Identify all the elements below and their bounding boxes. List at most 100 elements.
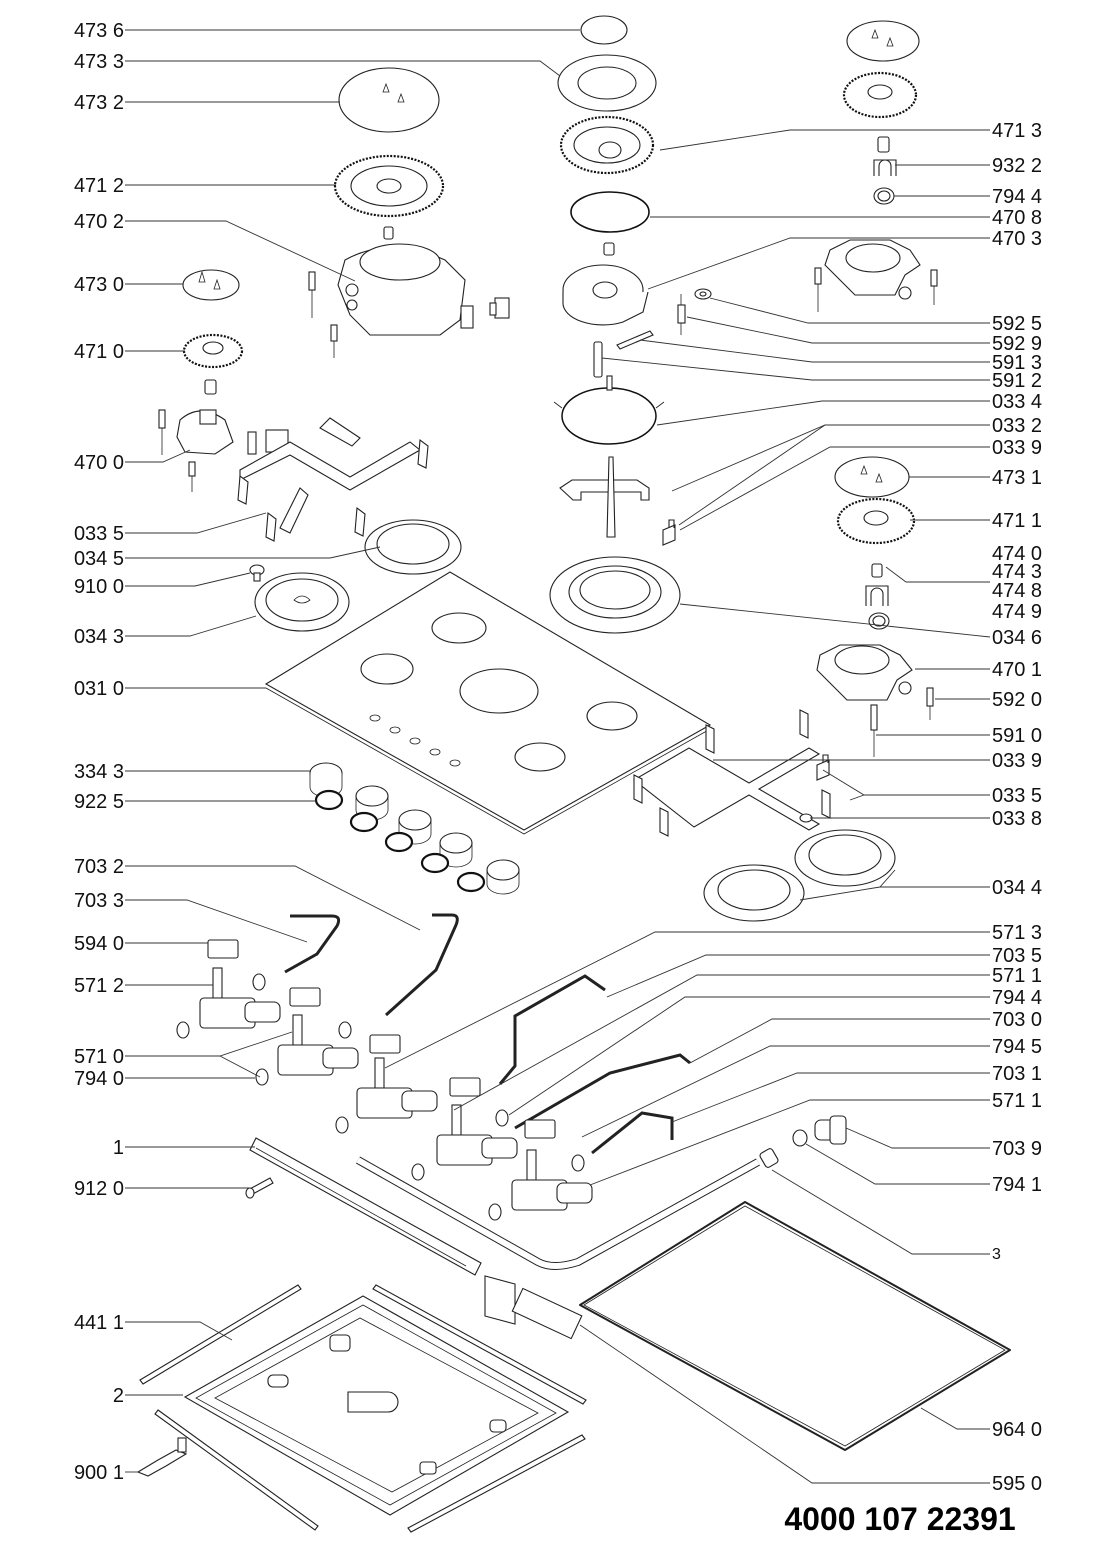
part-label: 571 0 [74,1046,124,1068]
part-label: 571 1 [992,965,1042,987]
part-label: 703 9 [992,1138,1042,1160]
part-label: 910 0 [74,576,124,598]
part-pan-support-center [559,456,650,538]
part-label: 571 1 [992,1090,1042,1112]
part-label: 703 1 [992,1063,1042,1085]
part-thermocouple-clips [207,939,556,1139]
part-label: 473 1 [992,467,1042,489]
part-label: 474 9 [992,601,1042,623]
part-label: 471 2 [74,175,124,197]
leader-lines [125,29,991,1484]
part-cap-large [338,67,440,133]
part-thermocouple [677,294,686,335]
part-label: 900 1 [74,1462,124,1484]
part-label: 922 5 [74,791,124,813]
part-gas-pipes [284,913,691,1155]
part-label: 571 3 [992,922,1042,944]
part-burner-crown-semi-rapid [842,71,918,119]
part-label: 471 0 [74,341,124,363]
part-label: 592 5 [992,313,1042,335]
part-label: 703 2 [74,856,124,878]
part-rubber-foot [662,519,676,546]
part-pan-support-right [633,709,831,837]
part-label: 034 3 [74,626,124,648]
part-label: 033 5 [74,523,124,545]
part-label: 594 0 [74,933,124,955]
labels-right-column: 471 3 932 2 794 4 470 8 470 3 592 5 592 … [992,120,1042,1495]
part-label: 703 0 [992,1009,1042,1031]
part-label: 474 8 [992,580,1042,602]
part-label: 571 2 [74,975,124,997]
part-ring-crown [557,54,657,112]
part-burner-crown-wok [559,115,655,175]
part-burner-body-wok [562,264,649,326]
part-cap-semi-rapid [846,20,920,62]
part-label: 033 2 [992,415,1042,437]
part-retaining-clip [865,585,889,606]
part-knob-bezels [314,789,486,893]
part-washer [792,1129,808,1147]
part-burner-body-semi-rapid [814,239,938,312]
part-injector [603,242,615,256]
part-burner-crown-rapid [836,497,916,545]
part-label: 794 4 [992,186,1042,208]
parts-drawing [136,15,1011,1533]
part-glass-cooktop [264,571,713,835]
part-label: 964 0 [992,1419,1042,1441]
part-washer [873,187,895,205]
part-label: 473 0 [74,274,124,296]
part-label: 441 1 [74,1312,124,1334]
part-label: 470 0 [74,452,124,474]
part-label: 474 0 [992,543,1042,565]
part-screw [249,564,265,582]
part-cap-aux [182,269,240,301]
part-label: 033 8 [992,808,1042,830]
part-burner-cover-wok [549,556,681,634]
part-label: 033 5 [992,785,1042,807]
part-control-knobs [309,762,520,895]
part-label: 592 0 [992,689,1042,711]
part-label: 912 0 [74,1178,124,1200]
part-label: 473 3 [74,51,124,73]
part-label: 592 9 [992,333,1042,355]
part-label: 031 0 [74,678,124,700]
part-base-tray [183,1295,570,1516]
part-burner-cover-disc [254,572,350,632]
part-label: 932 2 [992,155,1042,177]
part-label: 033 9 [992,750,1042,772]
part-injector [204,379,217,395]
part-label: 033 9 [992,437,1042,459]
part-rubber-foot [816,754,830,781]
part-label: 595 0 [992,1473,1042,1495]
part-burner-body-large [337,243,474,336]
part-elbow-connector [814,1115,847,1145]
part-label: 703 5 [992,945,1042,967]
part-burner-crown-aux [182,333,244,369]
part-bracket-plate [616,330,654,350]
part-label: 334 3 [74,761,124,783]
part-label: 470 3 [992,228,1042,250]
part-label: 591 2 [992,370,1042,392]
part-burner-cover-disc [794,829,896,887]
part-label: 033 4 [992,391,1042,413]
part-clip-bracket [489,297,510,319]
part-valve-washers [176,973,585,1221]
part-ignition-electrode [593,341,603,378]
part-o-ring [570,191,650,233]
part-label: 794 1 [992,1174,1042,1196]
part-wok-ring [553,375,665,445]
part-label: 473 2 [74,92,124,114]
part-burner-cover-disc [364,519,462,575]
part-label: 2 [113,1385,124,1407]
document-number: 4000 107 22391 [784,1501,1015,1537]
part-washer-small [694,288,712,300]
part-burner-body-rapid [816,644,934,757]
part-burner-cover-disc [703,864,805,922]
part-spark-generator [484,1275,583,1340]
part-injector [383,226,394,240]
part-label: 474 3 [992,561,1042,583]
part-label: 470 2 [74,211,124,233]
part-washer [868,612,890,630]
part-burner-crown-large [333,154,445,218]
part-front-rail [249,1137,482,1276]
